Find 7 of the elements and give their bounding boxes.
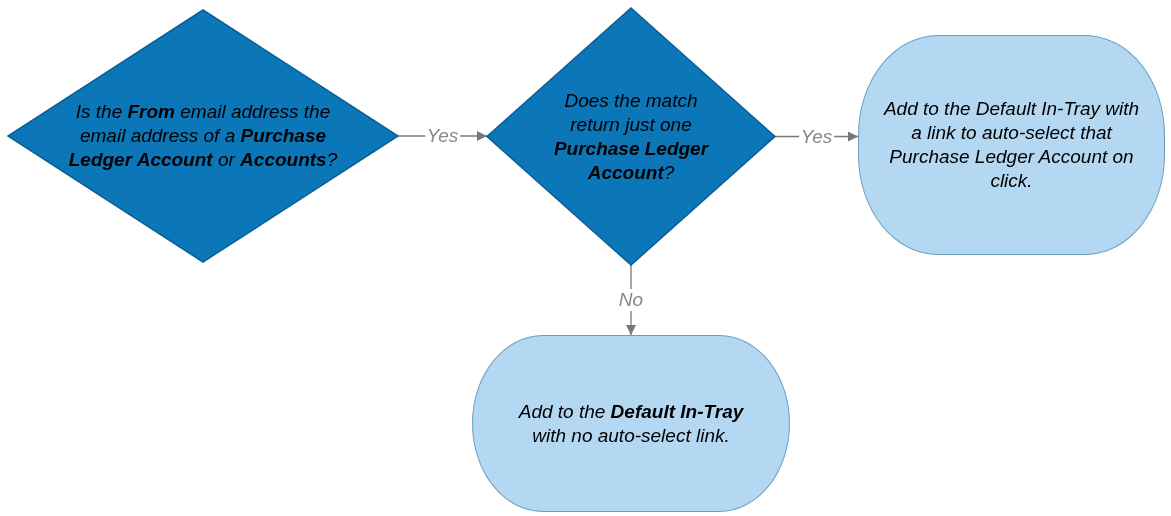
decision-diamond bbox=[8, 10, 398, 262]
node-text: Add to the Default In-Tray with no auto-select link. bbox=[517, 399, 745, 448]
node-text: Is the From email address the email address of a Purchase Ledger Account or Accounts? bbox=[67, 100, 339, 172]
edge-label: No bbox=[616, 289, 646, 311]
node-text: Does the match return just one Purchase Ledger Account? bbox=[552, 88, 710, 185]
decision-diamond bbox=[487, 8, 775, 265]
node-text: Add to the Default In-Tray with a link to auto-select that Purchase Ledger Account on click. bbox=[882, 97, 1141, 193]
